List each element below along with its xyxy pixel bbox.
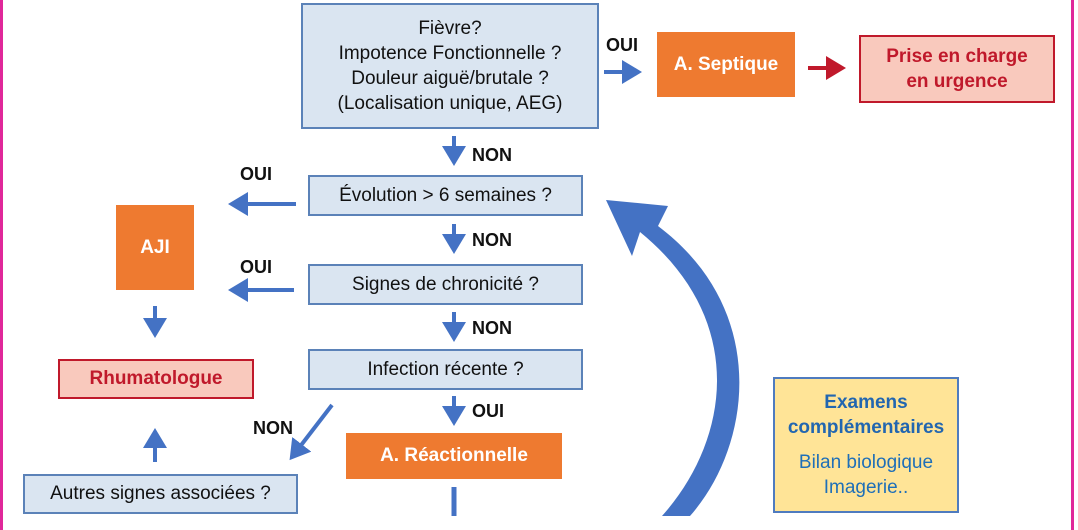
exams-title-line-1: Examens xyxy=(824,391,908,413)
edge-label-chronicity-oui: OUI xyxy=(240,257,273,277)
urgent-care-box: Prise en charge en urgence xyxy=(859,35,1055,103)
reactive-box: A. Réactionnelle xyxy=(346,433,562,479)
exams-title-line-2: complémentaires xyxy=(787,416,945,438)
aji-box: AJI xyxy=(116,205,194,290)
exams-item-2: Imagerie.. xyxy=(823,477,909,499)
edge-label-evolution-non: NON xyxy=(472,230,512,250)
fever-question-line-1: Fièvre? xyxy=(418,17,482,39)
edge-label-chronicity-non: NON xyxy=(472,318,512,338)
other-signs-question-label: Autres signes associées ? xyxy=(50,483,271,505)
evolution-question-label: Évolution > 6 semaines ? xyxy=(339,184,552,206)
exams-item-1: Bilan biologique xyxy=(798,452,934,473)
urgent-care-line-1: Prise en charge xyxy=(886,45,1028,67)
fever-question-line-3: Douleur aiguë/brutale ? xyxy=(351,68,549,89)
chronicity-question-box: Signes de chronicité ? xyxy=(308,264,583,305)
edge-label-infection-non: NON xyxy=(253,418,293,438)
exams-box: Examens complémentaires Bilan biologique… xyxy=(773,377,959,513)
arrows-layer xyxy=(143,56,846,516)
curved-return-arrow xyxy=(606,200,740,516)
septic-label: A. Septique xyxy=(673,53,779,75)
chronicity-question-label: Signes de chronicité ? xyxy=(352,273,539,295)
infection-question-label: Infection récente ? xyxy=(367,358,524,380)
septic-box: A. Septique xyxy=(657,32,795,97)
fever-question-line-2: Impotence Fonctionnelle ? xyxy=(338,42,562,64)
edge-label-evolution-oui: OUI xyxy=(240,164,273,184)
edge-label-infection-oui: OUI xyxy=(472,401,505,421)
aji-label: AJI xyxy=(140,236,170,258)
fever-question-line-4: (Localisation unique, AEG) xyxy=(337,93,563,115)
infection-question-box: Infection récente ? xyxy=(308,349,583,390)
rheumatology-box: Rhumatologue xyxy=(58,359,254,399)
fever-question-box: Fièvre? Impotence Fonctionnelle ? Douleu… xyxy=(301,3,599,129)
reactive-label: A. Réactionnelle xyxy=(380,445,528,467)
arrow-infection-to-other-signs xyxy=(289,403,334,461)
urgent-care-line-2: en urgence xyxy=(906,71,1008,92)
other-signs-question-box: Autres signes associées ? xyxy=(23,474,298,514)
rheumatology-label: Rhumatologue xyxy=(89,368,223,390)
edge-label-fever-oui: OUI xyxy=(606,35,639,55)
evolution-question-box: Évolution > 6 semaines ? xyxy=(308,175,583,216)
edge-label-fever-non: NON xyxy=(472,145,512,165)
